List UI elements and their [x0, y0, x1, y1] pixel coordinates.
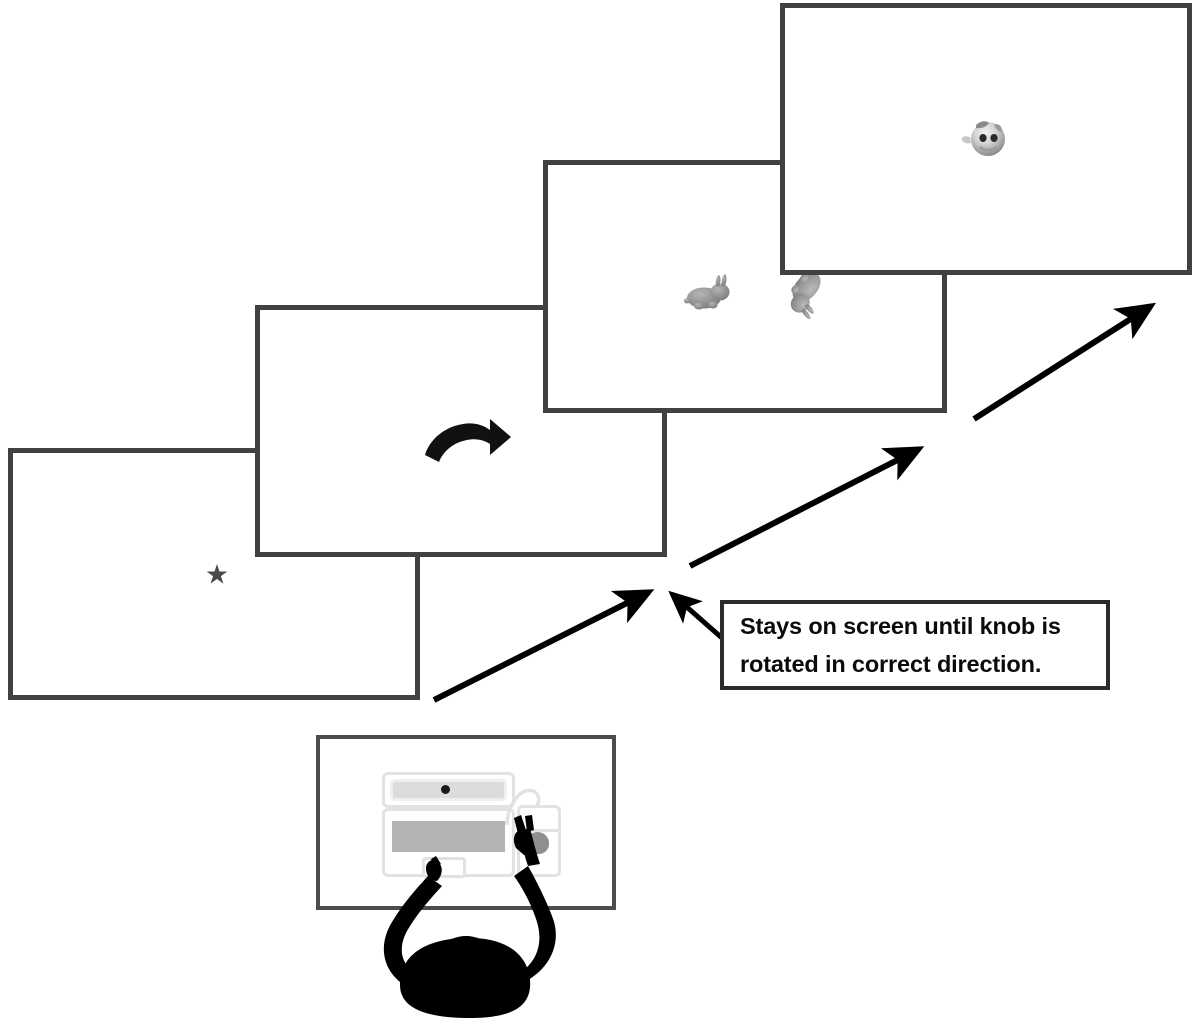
- bunny-object-front-view: [961, 121, 1005, 156]
- knob-rotation-callout-box: Stays on screen until knob is rotated in…: [720, 600, 1110, 690]
- bunny-object-left: [684, 274, 730, 310]
- callout-line-1: Stays on screen until knob is: [740, 612, 1061, 639]
- screen-fixation-dot: [441, 785, 450, 794]
- fixation-star-icon: ★: [204, 559, 230, 590]
- curved-rotation-arrow-icon: [425, 419, 511, 462]
- bunny-object-right: [790, 269, 821, 319]
- knob-device-divider: [519, 829, 559, 832]
- trial-panel-probe: [780, 3, 1192, 275]
- keyboard-strip: [392, 821, 505, 852]
- knob-cable: [505, 788, 541, 826]
- callout-line-2: rotated in correct direction.: [740, 651, 1042, 677]
- apparatus-top-view-box: [316, 735, 616, 910]
